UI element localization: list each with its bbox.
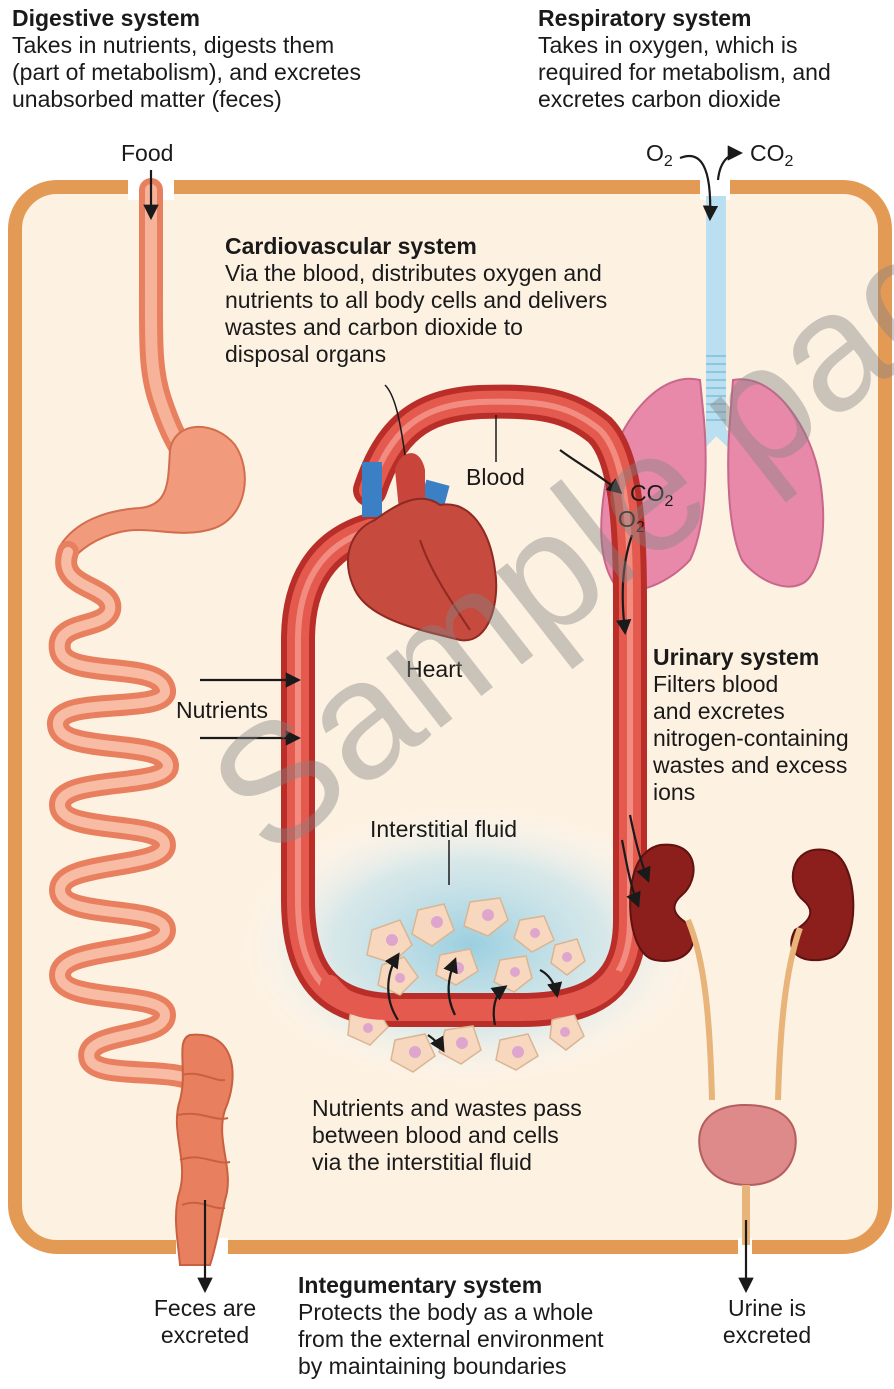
digestive-line-2: (part of metabolism), and excretes — [12, 59, 361, 86]
o2-intake-label: O2 — [646, 140, 673, 171]
urinary-title: Urinary system — [653, 644, 849, 671]
digestive-title: Digestive system — [12, 5, 361, 32]
digestive-line-1: Takes in nutrients, digests them — [12, 32, 361, 59]
respiratory-line-1: Takes in oxygen, which is — [538, 32, 831, 59]
respiratory-line-2: required for metabolism, and — [538, 59, 831, 86]
respiratory-system-block: Respiratory system Takes in oxygen, whic… — [538, 5, 831, 113]
urinary-line-4: wastes and excess — [653, 752, 849, 779]
integumentary-line-3: by maintaining boundaries — [298, 1353, 604, 1380]
urinary-line-5: ions — [653, 779, 849, 806]
urine-line-2: excreted — [702, 1322, 832, 1349]
digestive-system-block: Digestive system Takes in nutrients, dig… — [12, 5, 361, 113]
urinary-line-2: and excretes — [653, 698, 849, 725]
heart-label: Heart — [406, 656, 462, 683]
integumentary-line-1: Protects the body as a whole — [298, 1299, 604, 1326]
blood-label: Blood — [466, 464, 525, 491]
food-label: Food — [121, 140, 173, 167]
interstitial-fluid-label: Interstitial fluid — [370, 816, 517, 843]
urine-line-1: Urine is — [702, 1295, 832, 1322]
urinary-line-1: Filters blood — [653, 671, 849, 698]
feces-label: Feces are excreted — [140, 1295, 270, 1349]
co2-exhaled-label: CO2 — [750, 140, 793, 171]
cardiovascular-line-2: nutrients to all body cells and delivers — [225, 287, 607, 314]
cardiovascular-line-4: disposal organs — [225, 341, 607, 368]
urinary-line-3: nitrogen-containing — [653, 725, 849, 752]
cardiovascular-system-block: Cardiovascular system Via the blood, dis… — [225, 233, 607, 368]
respiratory-line-3: excretes carbon dioxide — [538, 86, 831, 113]
integumentary-system-block: Integumentary system Protects the body a… — [298, 1272, 604, 1380]
o2-exchange-label: O2 — [618, 506, 645, 537]
digestive-line-3: unabsorbed matter (feces) — [12, 86, 361, 113]
feces-line-1: Feces are — [140, 1295, 270, 1322]
bladder — [699, 1105, 796, 1185]
nutrients-label: Nutrients — [176, 697, 268, 724]
cardiovascular-line-1: Via the blood, distributes oxygen and — [225, 260, 607, 287]
exchange-line-3: via the interstitial fluid — [312, 1149, 582, 1176]
urinary-system-block: Urinary system Filters blood and excrete… — [653, 644, 849, 806]
integumentary-title: Integumentary system — [298, 1272, 604, 1299]
cardiovascular-line-3: wastes and carbon dioxide to — [225, 314, 607, 341]
feces-line-2: excreted — [140, 1322, 270, 1349]
exchange-line-2: between blood and cells — [312, 1122, 582, 1149]
integumentary-line-2: from the external environment — [298, 1326, 604, 1353]
urine-label: Urine is excreted — [702, 1295, 832, 1349]
cardiovascular-title: Cardiovascular system — [225, 233, 607, 260]
exchange-line-1: Nutrients and wastes pass — [312, 1095, 582, 1122]
respiratory-title: Respiratory system — [538, 5, 831, 32]
exchange-note: Nutrients and wastes pass between blood … — [312, 1095, 582, 1176]
